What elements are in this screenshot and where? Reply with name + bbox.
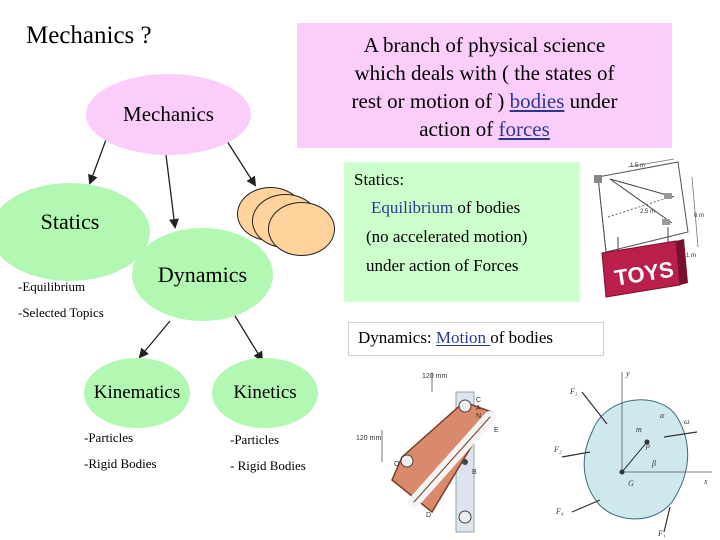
dim-label-4: 6 m	[694, 213, 704, 219]
rigid-label-beta: β	[651, 459, 656, 468]
rigid-label-y: y	[625, 369, 630, 378]
rigid-label-f1: F₁	[657, 529, 666, 538]
statics-sign-figure: 1.5 m 2.5 m 1 m 6 m TOYS	[588, 157, 716, 302]
definition-line-4-text: action of	[419, 117, 499, 141]
dynamics-node: Dynamics	[132, 228, 273, 321]
dynamics-description-box: Dynamics: Motion of bodies	[348, 322, 604, 356]
statics-description-box: Statics: Equilibrium of bodies (no accel…	[344, 162, 580, 302]
rigid-label-f4: F₄	[555, 507, 564, 516]
statics-line-3: under action of Forces	[366, 256, 519, 275]
arrow-mechanics-dynamics	[165, 154, 179, 229]
kinetics-item-particles: -Particles	[230, 432, 280, 447]
rigid-label-f2: F₂	[553, 445, 562, 454]
mechanism-label-b: B	[472, 469, 477, 476]
statics-item-equilibrium: -Equilibrium	[18, 279, 86, 294]
dynamics-description-label: Dynamics:	[358, 328, 436, 347]
statics-line-2: (no accelerated motion)	[366, 227, 528, 246]
definition-box: A branch of physical science which deals…	[297, 23, 672, 148]
definition-line-3: rest or motion of ) bodies under	[297, 87, 672, 115]
mechanism-label-o: O	[394, 461, 400, 468]
arrow-dynamics-kinetics	[234, 315, 264, 362]
definition-text: A branch of physical science which deals…	[297, 31, 672, 143]
kinetics-item-rigid-bodies: - Rigid Bodies	[230, 458, 306, 473]
rigid-label-m: m	[636, 425, 642, 434]
kinematics-item-particles: -Particles	[84, 430, 134, 445]
mechanism-figure: 120 mm 120 mm C A N E O B D	[352, 362, 500, 538]
kinetics-node: Kinetics	[212, 358, 318, 428]
definition-line-1: A branch of physical science	[363, 33, 606, 57]
definition-line-3-end: under	[564, 89, 618, 113]
rigid-label-x: x	[703, 477, 708, 486]
mechanism-dim-2: 120 mm	[356, 435, 381, 442]
mechanism-label-e: E	[494, 427, 499, 434]
rigid-label-alpha: α	[660, 411, 665, 420]
statics-line-1-text: of bodies	[453, 198, 521, 217]
forces-link[interactable]: forces	[498, 117, 550, 141]
rigid-label-rho: ρ	[645, 441, 650, 450]
equilibrium-link[interactable]: Equilibrium	[371, 198, 454, 217]
mechanics-node: Mechanics	[86, 74, 251, 155]
mechanism-label-a: A	[476, 405, 481, 412]
definition-line-2: which deals with ( the states of	[354, 61, 615, 85]
motion-link[interactable]: Motion	[435, 328, 491, 347]
definition-line-4: action of forces	[297, 115, 672, 143]
rigid-label-g: G	[628, 479, 634, 488]
arrow-dynamics-kinematics	[138, 320, 171, 359]
statics-heading: Statics:	[354, 170, 405, 189]
mechanism-dim-1: 120 mm	[422, 373, 447, 380]
kinematics-item-rigid-bodies: -Rigid Bodies	[84, 456, 157, 471]
statics-line-1: Equilibrium of bodies	[371, 198, 520, 218]
rigid-body-figure: F₃ F₂ F₄ F₁ ω α G x y m ρ β	[552, 362, 717, 538]
bodies-link[interactable]: bodies	[509, 89, 565, 113]
statics-node: Statics	[0, 183, 150, 281]
rigid-label-omega: ω	[684, 417, 690, 426]
arrow-mechanics-topics	[224, 137, 257, 187]
definition-line-3-text: rest or motion of )	[351, 89, 510, 113]
dim-label-1: 1.5 m	[630, 163, 645, 169]
mechanism-label-d: D	[426, 512, 431, 519]
dim-label-3: 1 m	[686, 253, 696, 259]
page-title: Mechanics ?	[26, 22, 152, 49]
torus-shape-3	[268, 202, 335, 256]
arrow-mechanics-statics	[88, 136, 108, 185]
mechanism-label-n: N	[476, 413, 481, 420]
statics-item-selected-topics: -Selected Topics	[18, 305, 104, 320]
kinematics-node: Kinematics	[84, 358, 190, 428]
dim-label-2: 2.5 m	[640, 209, 655, 215]
mechanism-label-c: C	[476, 397, 481, 404]
rigid-label-f3: F₃	[569, 387, 578, 396]
dynamics-description-text: of bodies	[490, 328, 554, 347]
